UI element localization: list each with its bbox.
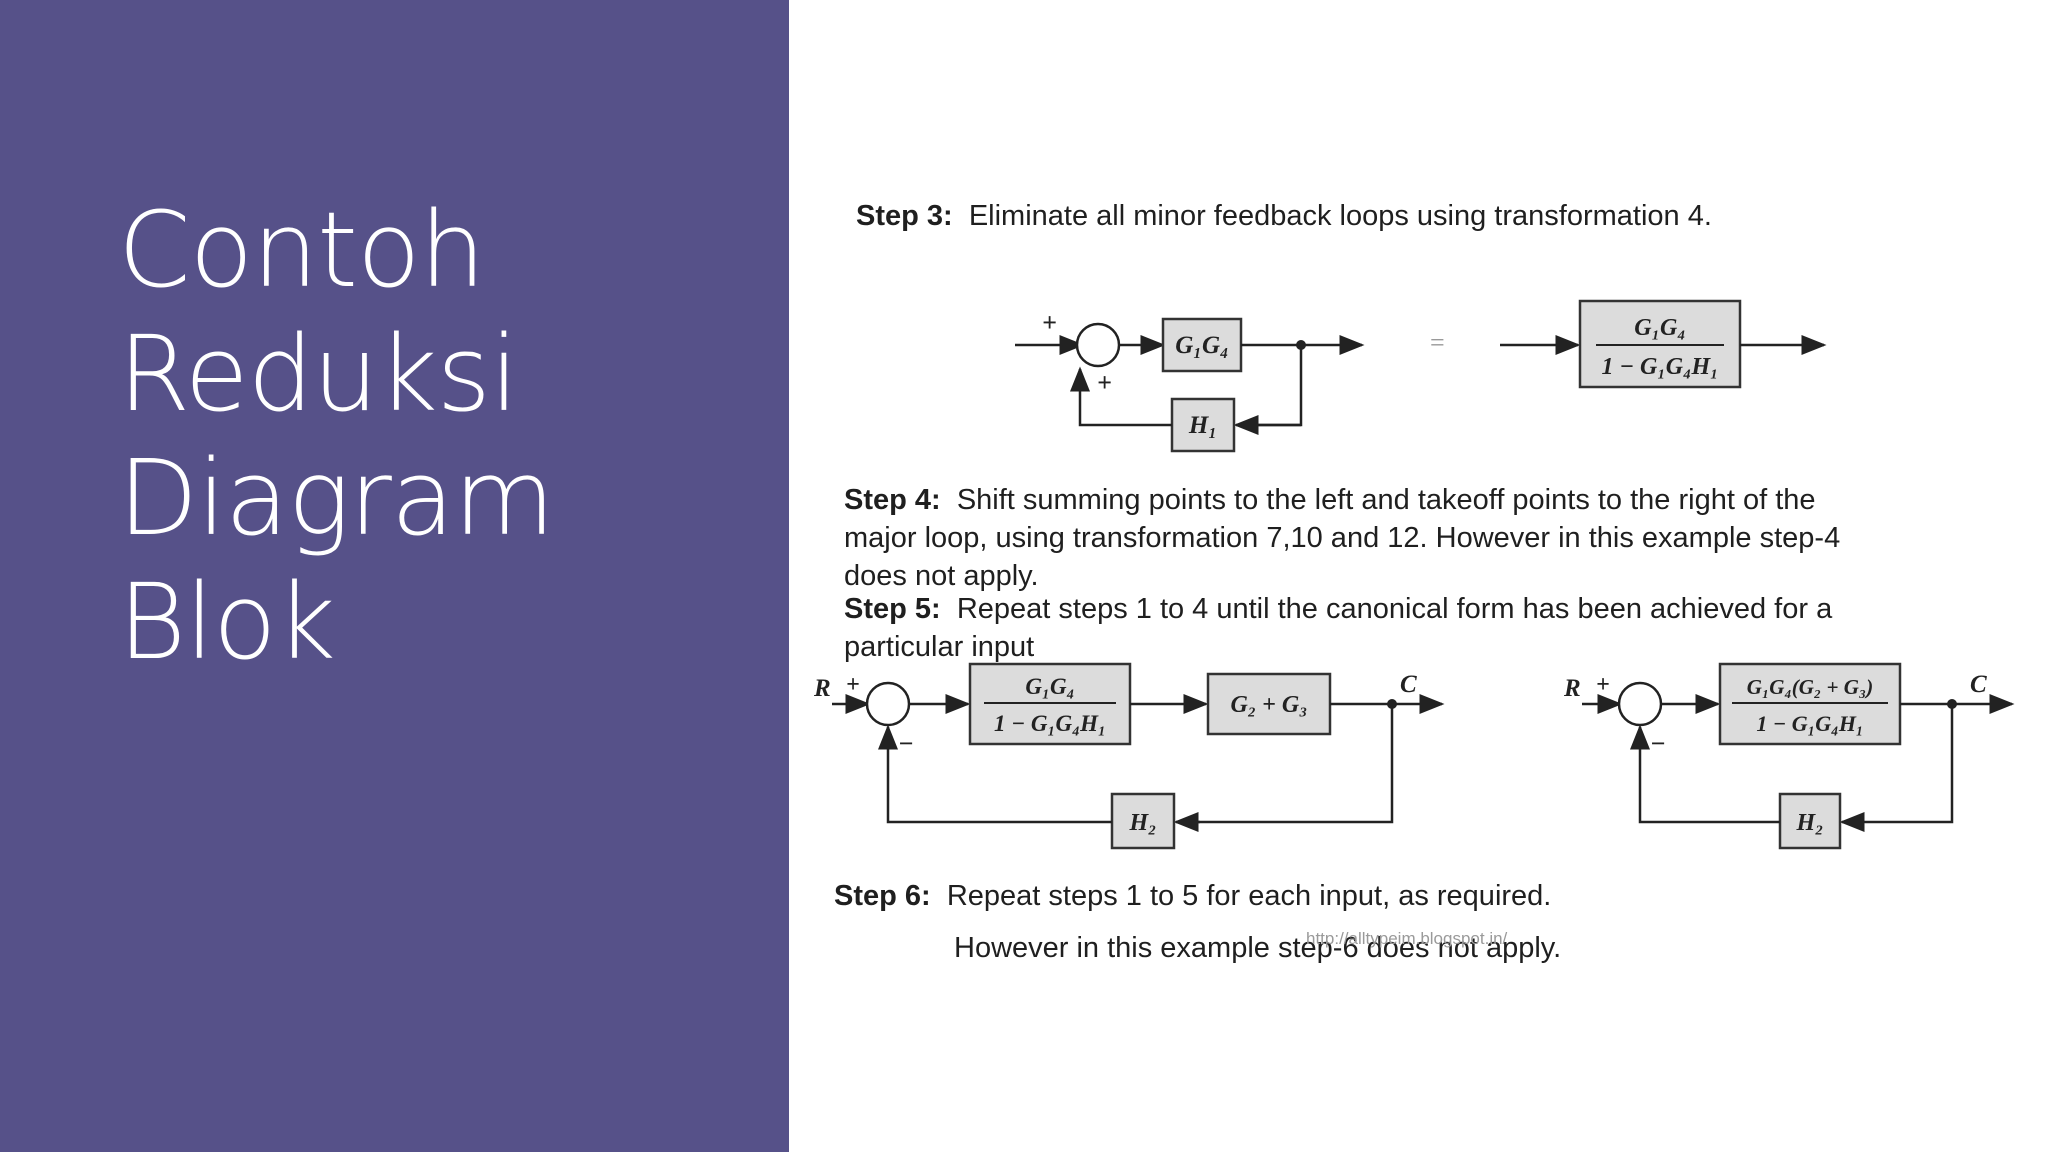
title-line-2: Reduksi [118,313,519,435]
result-denominator: 1 − G₁G₄H₁ [1602,354,1719,380]
feedback-line-right [1850,704,1954,824]
input-r-label: R [813,675,831,702]
step5-text-1: Repeat steps 1 to 4 until the canonical … [956,593,1833,625]
feedback-line-right [1245,345,1303,427]
block-h1 [1170,397,1236,453]
step3-paragraph: Step 3: Eliminate all minor feedback loo… [856,200,1712,233]
minus-sign: − [1650,729,1666,758]
result-numerator: G₁G₄ [1634,315,1685,341]
feedback-line-left [886,732,1112,824]
equals-sign: = [1430,328,1445,357]
plus-sign-top: + [1042,308,1057,337]
step6-text-1: Repeat steps 1 to 5 for each input, as r… [946,880,1552,912]
step4-label: Step 4: [844,484,941,516]
block-g2-g3 [1206,672,1332,736]
input-r-label: R [1563,675,1581,702]
step3-text: Eliminate all minor feedback loops using… [968,200,1712,232]
step4-line2: major loop, using transformation 7,10 an… [844,522,1841,554]
title-line-1: Contoh [118,189,485,311]
output-c-label: C [1970,671,1987,698]
step4-line3: does not apply. [844,560,1039,592]
feedback-line-left [1078,381,1172,427]
step4-text-1: Shift summing points to the left and tak… [956,484,1816,516]
step3-label: Step 3: [856,200,953,232]
block-numerator: G₁G₄(G₂ + G₃) [1747,675,1873,699]
block-h1-label: H₁ [1188,412,1217,439]
step4-line1: Step 4: Shift summing points to the left… [844,484,1816,517]
block2-label: G₂ + G₃ [1230,692,1307,718]
slide-title: Contoh Reduksi Diagram Blok [118,188,758,684]
diagram-right-loop: R + − G₁G₄(G₂ + G₃) 1 − G₁G₄H₁ C H₂ [1563,662,2015,850]
block-g1g4-label: G₁G₄ [1175,332,1229,359]
block-denominator: 1 − G₁G₄H₁ [1756,711,1863,736]
block-h2 [1778,792,1842,850]
step6-label: Step 6: [834,880,931,912]
step5-line2: particular input [844,631,1035,663]
title-line-3: Diagram [118,437,555,559]
summing-junction [1617,681,1663,727]
block1-numerator: G₁G₄ [1025,674,1074,699]
step6-line1: Step 6: Repeat steps 1 to 5 for each inp… [834,880,1551,913]
summing-junction [1075,322,1121,368]
title-line-4: Blok [118,561,336,683]
step5-label: Step 5: [844,593,941,625]
step6-line2: However in this example step-6 does not … [954,932,1562,964]
plus-sign: + [846,672,860,698]
feedback-label: H₂ [1795,810,1823,836]
feedback-line-left [1638,732,1780,824]
block-h2 [1110,792,1176,850]
feedback-label: H₂ [1128,810,1156,836]
watermark-url: http://alltypeim.blogspot.in/ [1306,929,1508,948]
title-panel [0,0,789,1152]
output-c-label: C [1400,671,1417,698]
diagram-left-loop: R + − G₁G₄ 1 − G₁G₄H₁ G₂ + G₃ C H₂ [813,662,1445,850]
minus-sign: − [898,729,914,758]
plus-sign-bottom: + [1097,368,1112,397]
diagram-top-loop: + + G₁G₄ H₁ = G₁G₄ 1 − G₁G₄H₁ [1015,299,1827,453]
plus-sign: + [1596,672,1610,698]
summing-junction [865,681,911,727]
step5-line1: Step 5: Repeat steps 1 to 4 until the ca… [844,593,1832,626]
feedback-line-right [1186,704,1394,824]
block1-denominator: 1 − G₁G₄H₁ [994,711,1106,736]
